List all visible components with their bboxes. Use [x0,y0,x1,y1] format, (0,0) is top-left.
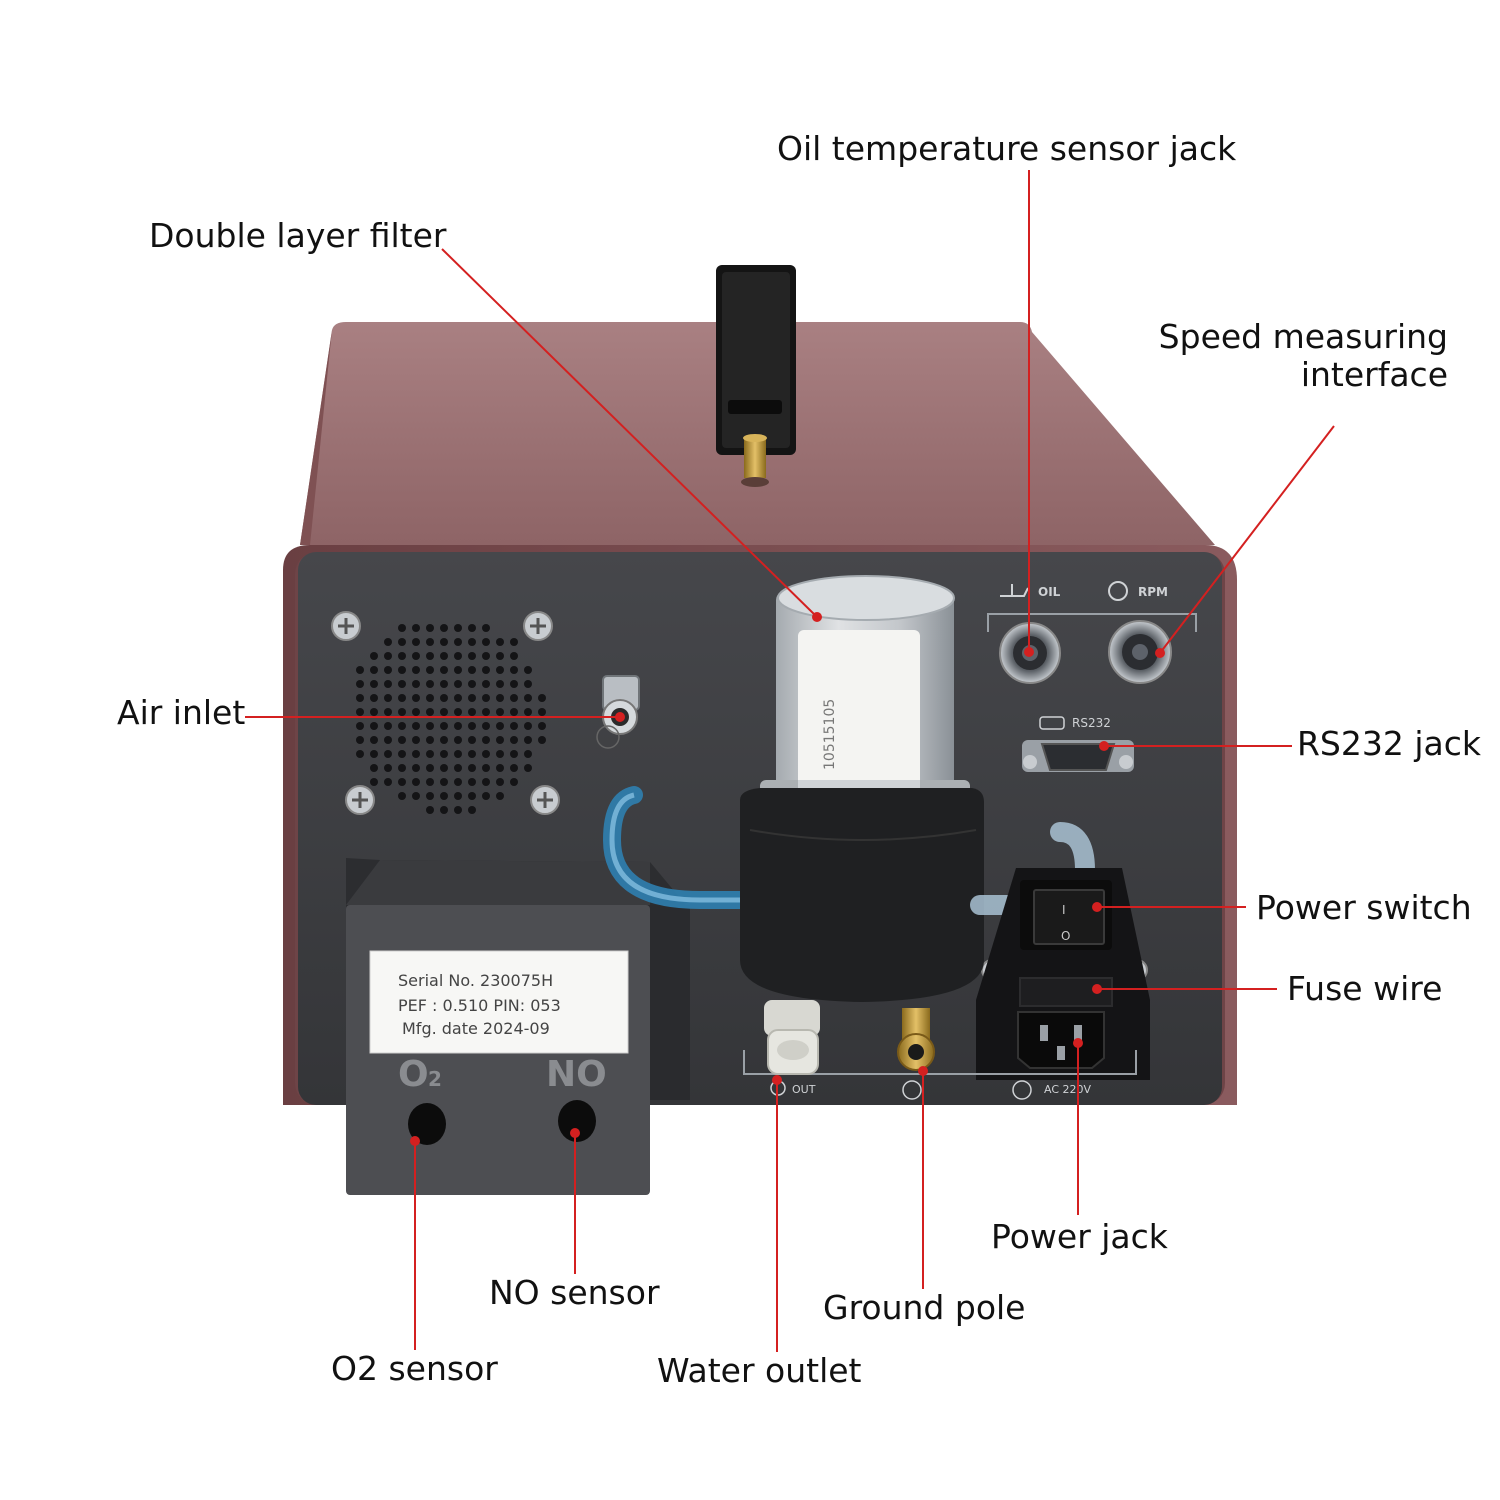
label-power-switch: Power switch [1256,888,1472,927]
leader-lines [245,170,1335,1352]
ac-plug-icon [1012,1080,1032,1100]
label-fuse-wire: Fuse wire [1287,969,1443,1008]
bottom-markings: OUT AC 220V [743,1050,1137,1100]
rpm-connector [1108,620,1172,684]
ground-pole [897,1008,935,1071]
rpm-gauge-icon [1108,581,1128,601]
label-oil-temperature-sensor-jack: Oil temperature sensor jack [777,129,1237,168]
label-power-jack: Power jack [991,1217,1168,1256]
switch-off-mark: O [1061,929,1070,943]
double-layer-filter: 10515105 [740,575,984,1002]
sticker-mfg-date: Mfg. date 2024-09 [402,1019,550,1038]
water-outlet-fitting [764,1000,820,1075]
no-sensor-port [558,1100,596,1142]
oil-port-label: OIL [1038,585,1061,599]
power-jack [1017,1011,1105,1069]
power-module: I O [976,868,1150,1080]
rs232-port-label: RS232 [1072,716,1111,730]
label-o2-sensor: O2 sensor [331,1349,498,1388]
oil-rpm-bracket: OIL RPM [987,581,1197,632]
o2-port-subscript: 2 [428,1067,442,1091]
label-water-outlet: Water outlet [657,1351,862,1390]
o2-port-label: O [398,1054,429,1095]
sensor-box: Serial No. 230075H PEF : 0.510 PIN: 053 … [346,858,690,1195]
out-label: OUT [792,1083,816,1096]
carry-handle [716,265,796,487]
sticker-serial: Serial No. 230075H [398,971,553,990]
label-speed-line1: Speed measuring [1158,317,1448,356]
filter-element-text: 10515105 [822,699,838,770]
o2-sensor-port [408,1103,446,1145]
rpm-port-label: RPM [1138,585,1168,599]
sticker-pef-pin: PEF : 0.510 PIN: 053 [398,996,561,1015]
label-speed-measuring-interface: Speed measuring interface [1159,318,1448,394]
label-speed-line2: interface [1300,354,1448,394]
label-air-inlet: Air inlet [117,693,246,732]
label-ground-pole: Ground pole [823,1288,1026,1327]
switch-on-mark: I [1062,903,1066,917]
label-no-sensor: NO sensor [489,1273,660,1312]
no-port-label: NO [546,1054,607,1095]
ground-symbol-icon [902,1080,922,1100]
label-rs232-jack: RS232 jack [1297,724,1481,763]
ac-voltage-label: AC 220V [1044,1083,1092,1096]
power-switch [1033,889,1105,945]
serial-sticker [369,950,629,1054]
rs232-icon [1039,716,1065,730]
label-double-layer-filter: Double layer filter [149,216,447,255]
fan-grille [356,624,546,814]
leader-dots [410,612,1165,1146]
oil-can-icon [1000,584,1029,597]
